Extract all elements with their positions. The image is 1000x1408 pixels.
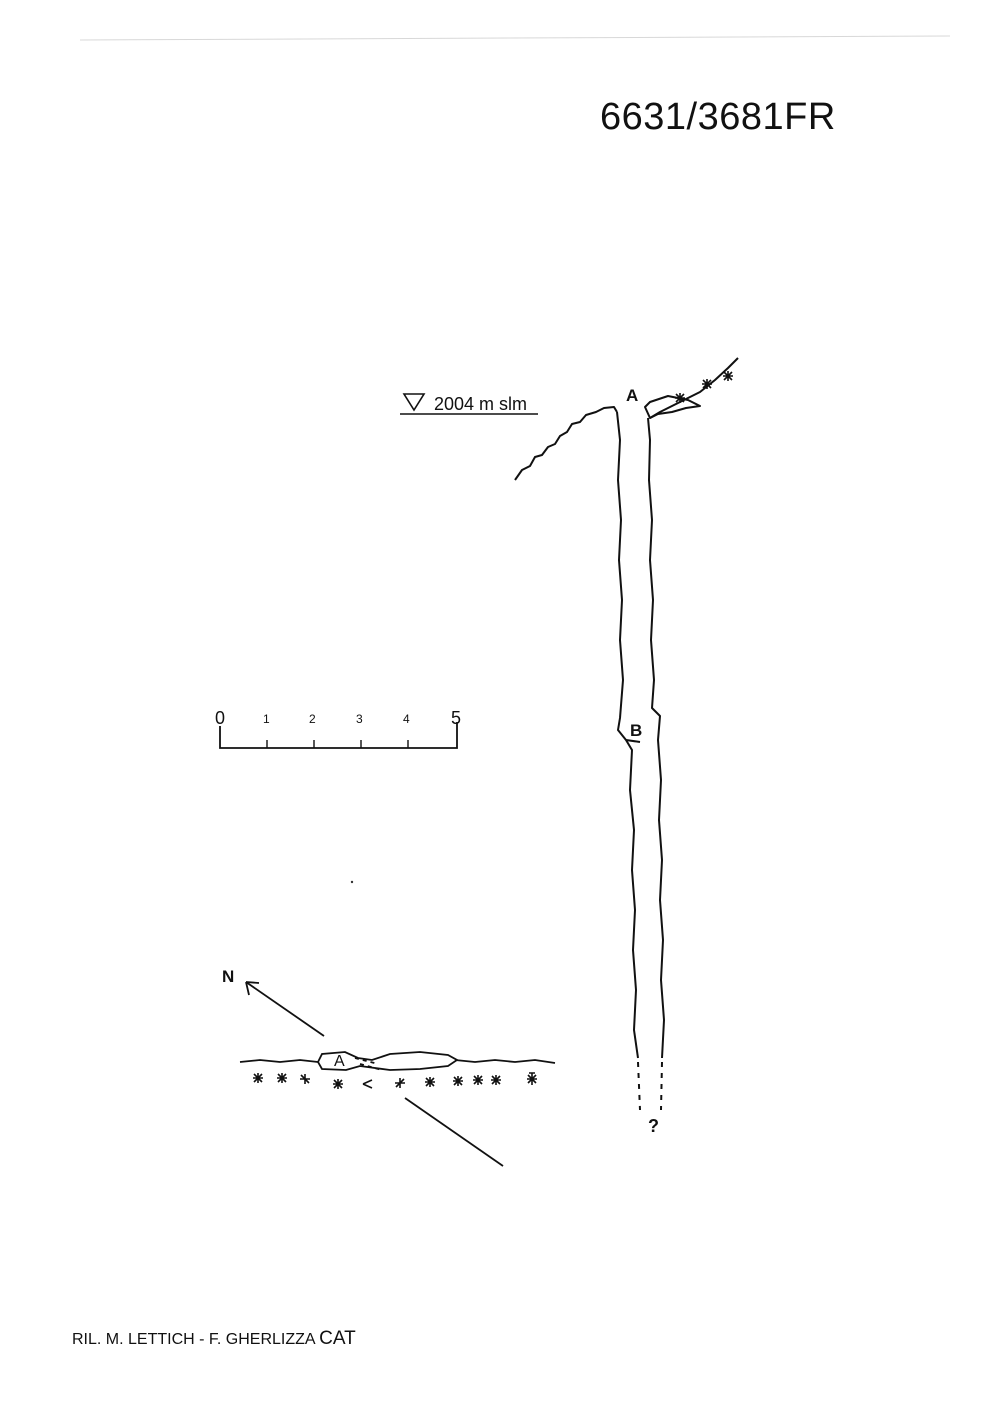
scale-label-3: 3 [356,712,363,726]
north-arrow-head-icon [245,981,260,996]
section-point-a: A [626,386,638,405]
vegetation-mark [527,1072,537,1085]
plan-view [239,981,556,1167]
scale-label-5: 5 [451,708,461,728]
plan-point-a: A [334,1053,345,1070]
shaft-step-b [625,739,641,743]
plan-inner-line [354,1057,379,1065]
scan-edge-line [79,35,951,41]
north-axis-line [404,1097,504,1167]
vegetation-mark [425,1077,435,1087]
vegetation-mark [723,371,733,381]
organization-text: CAT [319,1328,356,1349]
north-arrow-shaft [245,981,325,1037]
shaft-right-wall [647,417,665,1059]
scale-label-2: 2 [309,712,316,726]
scale-label-1: 1 [263,712,270,726]
vegetation-mark [473,1075,483,1085]
elevation-marker: 2004 m slm [400,393,538,415]
shaft-continuation-left [637,1061,641,1111]
scale-bar: 0 1 2 3 4 5 [215,708,461,749]
stray-dot [350,880,354,884]
unknown-continuation-mark: ? [648,1116,659,1136]
shaft-left-wall [616,411,639,1059]
entrance-ledge [644,395,701,419]
vegetation-mark [453,1076,463,1086]
scale-bar-line [219,722,458,749]
vegetation-marks-section [675,371,733,403]
vegetation-mark [702,379,712,389]
plan-inner-line [359,1063,383,1071]
north-label: N [222,967,234,986]
vegetation-mark [277,1073,287,1083]
vegetation-mark [675,393,685,403]
elevation-label: 2004 m slm [434,394,527,414]
vegetation-mark [491,1075,501,1085]
vegetation-mark [253,1073,263,1083]
section-point-b: B [630,721,642,740]
vegetation-mark [300,1074,310,1084]
vertical-section [514,357,739,1111]
vegetation-mark [333,1079,343,1089]
vegetation-mark [395,1078,405,1088]
ground-profile-left [514,406,618,481]
vegetation-mark [362,1079,373,1089]
elevation-triangle-icon [402,393,426,412]
plan-cave-outline [316,1051,459,1071]
shaft-continuation-right [660,1061,663,1111]
vegetation-marks-plan [253,1072,537,1089]
cave-code: 6631/3681FR [600,96,836,138]
surveyors-text: RIL. M. LETTICH - F. GHERLIZZA [72,1331,315,1348]
scale-label-0: 0 [215,708,225,728]
ground-profile-right [649,357,739,419]
survey-credits: RIL. M. LETTICH - F. GHERLIZZA CAT [72,1328,356,1350]
plan-ground-line [239,1059,556,1064]
scale-label-4: 4 [403,712,410,726]
